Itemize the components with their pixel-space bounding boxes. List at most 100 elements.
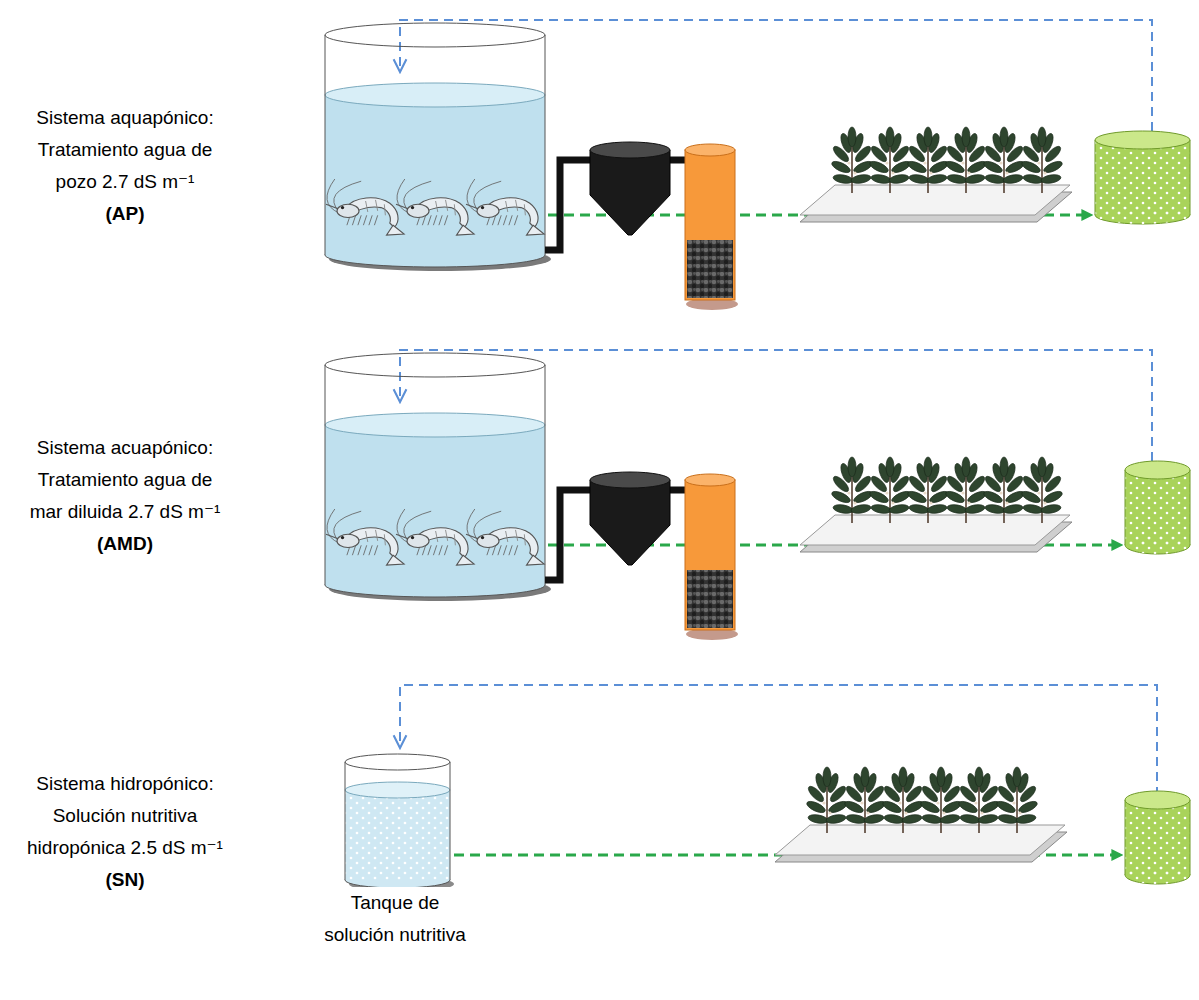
flower xyxy=(885,161,888,164)
leaf xyxy=(926,503,947,514)
return-line xyxy=(400,685,1157,796)
water-surface xyxy=(325,413,545,437)
sump-dots xyxy=(1125,800,1190,875)
water-surface xyxy=(325,83,545,107)
flower xyxy=(891,171,894,174)
shrimp-eye xyxy=(481,206,484,209)
leaf xyxy=(926,173,947,184)
leaf xyxy=(997,813,1018,824)
plant-stem xyxy=(864,783,866,833)
leaf xyxy=(982,489,1004,505)
plant-stem xyxy=(1003,143,1005,193)
leaf xyxy=(1040,173,1061,184)
leaf xyxy=(1000,127,1008,147)
flower xyxy=(923,161,926,164)
flower xyxy=(847,491,850,494)
shrimp-segment xyxy=(454,204,455,215)
leaf xyxy=(886,457,894,477)
pipe xyxy=(545,490,594,580)
leaf xyxy=(1022,173,1043,184)
shrimp-leg xyxy=(509,545,512,555)
leaf xyxy=(845,813,866,824)
leaf xyxy=(1015,813,1036,824)
leaf xyxy=(921,813,942,824)
filter-top xyxy=(590,472,670,488)
shrimp-head xyxy=(337,534,359,547)
shrimp-segment xyxy=(366,531,368,542)
leaf xyxy=(823,767,831,787)
system-code: (AMD) xyxy=(22,528,228,560)
sump-side xyxy=(1190,470,1191,545)
shrimp-segment xyxy=(524,534,525,545)
flower xyxy=(961,161,964,164)
sump-side xyxy=(1190,800,1191,875)
leaf xyxy=(946,173,967,184)
tank-wall xyxy=(545,35,546,255)
plant xyxy=(1020,457,1064,523)
flower xyxy=(929,501,932,504)
shrimp-tail xyxy=(387,225,405,235)
plant xyxy=(919,767,963,833)
tank-water xyxy=(345,790,450,880)
grow-bed xyxy=(800,127,1072,222)
leaf xyxy=(830,489,852,505)
leaf xyxy=(881,799,903,815)
leaf xyxy=(1040,503,1061,514)
leaf xyxy=(868,159,890,175)
biofilter-top xyxy=(685,474,735,486)
biofilter-body xyxy=(685,150,735,300)
leaf xyxy=(1042,489,1064,505)
plant xyxy=(982,127,1026,193)
flower xyxy=(866,811,869,814)
tank-rim xyxy=(325,353,545,377)
flower xyxy=(847,161,850,164)
plant-stem xyxy=(902,783,904,833)
flower xyxy=(891,501,894,504)
shrimp xyxy=(466,179,544,235)
grow-bed-top xyxy=(800,515,1070,545)
leaf xyxy=(975,767,983,787)
shrimp-tail xyxy=(457,225,475,235)
flower xyxy=(923,491,926,494)
flower xyxy=(936,801,939,804)
flower xyxy=(1018,811,1021,814)
flower xyxy=(828,811,831,814)
settling-filter xyxy=(590,142,670,235)
plant xyxy=(881,767,925,833)
flower xyxy=(1037,161,1040,164)
leaf xyxy=(984,173,1005,184)
leaf xyxy=(870,173,891,184)
plant xyxy=(843,767,887,833)
plant-stem xyxy=(965,473,967,523)
flower xyxy=(1005,501,1008,504)
sump-tank xyxy=(1095,131,1190,224)
shrimp-segment xyxy=(524,204,525,215)
filter-body xyxy=(590,480,670,565)
shrimp-segment xyxy=(384,534,385,545)
grow-bed xyxy=(800,457,1072,552)
leaf xyxy=(946,503,967,514)
shrimp-leg xyxy=(363,215,366,225)
shrimp-leg xyxy=(514,215,517,225)
shrimp-antenna xyxy=(397,179,409,213)
flower xyxy=(904,811,907,814)
leaf xyxy=(868,489,890,505)
plant-stem xyxy=(927,473,929,523)
grow-bed xyxy=(775,767,1067,862)
flower xyxy=(885,491,888,494)
plant xyxy=(868,127,912,193)
water-dots xyxy=(345,790,450,880)
biofilter xyxy=(685,144,738,310)
leaf xyxy=(982,159,1004,175)
sump-dots xyxy=(1125,470,1190,545)
shrimp-eye xyxy=(411,206,414,209)
shrimp-rostrum xyxy=(326,204,338,208)
shrimp-head xyxy=(477,534,499,547)
shrimp-antenna xyxy=(327,509,339,543)
shrimp xyxy=(326,509,404,565)
plant xyxy=(906,127,950,193)
shrimp-segment xyxy=(446,530,448,541)
tank-wall xyxy=(545,365,546,585)
plant-stem xyxy=(965,143,967,193)
tank-water xyxy=(325,95,545,255)
